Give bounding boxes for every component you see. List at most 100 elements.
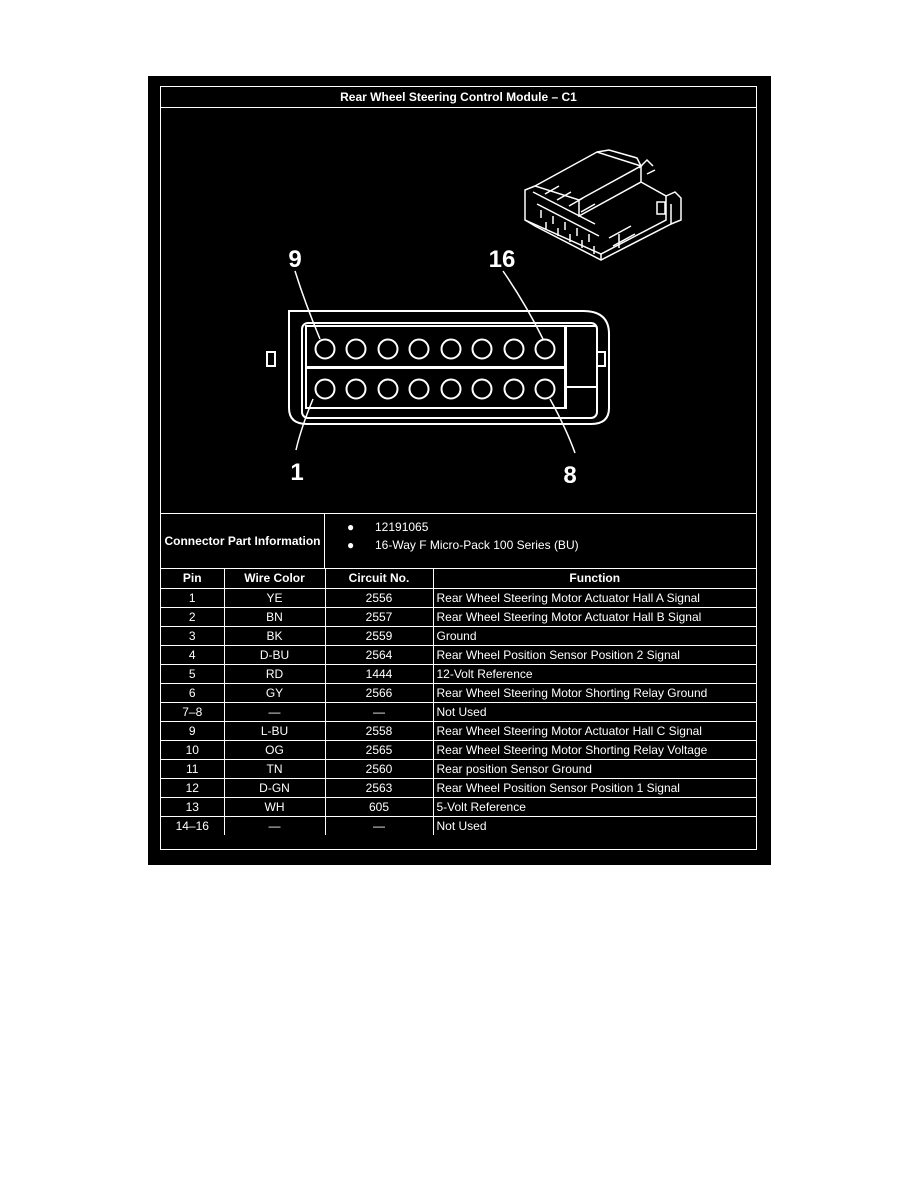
circuit-cell: 2565: [324, 739, 434, 760]
pin-label-8: 8: [563, 462, 576, 489]
wire-color-cell: BN: [223, 606, 326, 627]
circuit-cell: —: [324, 701, 434, 722]
wire-color-cell: BK: [223, 625, 326, 646]
leader-line: [502, 270, 544, 340]
pin-cell: 2: [161, 606, 225, 627]
function-cell: Rear position Sensor Ground: [432, 758, 756, 779]
wire-color-cell: —: [223, 701, 326, 722]
wire-color-cell: WH: [223, 796, 326, 817]
column-header-pin: Pin: [161, 569, 225, 589]
function-cell: Rear Wheel Steering Motor Actuator Hall …: [432, 606, 756, 627]
column-header-function: Function: [432, 569, 756, 589]
connector-outline: [288, 310, 610, 425]
wire-color-cell: GY: [223, 682, 326, 703]
connector-diagram: 9 16 1 8: [161, 108, 756, 513]
pin-label-16: 16: [489, 246, 516, 273]
terminal-cavity: [305, 325, 566, 368]
pin-cell: 6: [161, 682, 225, 703]
pin-cell: 4: [161, 644, 225, 665]
circuit-cell: 2563: [324, 777, 434, 798]
page-title: Rear Wheel Steering Control Module – C1: [161, 87, 756, 108]
bullet-icon: ●: [347, 520, 355, 534]
connector-sheet: Rear Wheel Steering Control Module – C1: [148, 76, 771, 865]
wire-color-cell: D-GN: [223, 777, 326, 798]
connector-part-info: Connector Part Information ● 12191065 ● 16…: [161, 513, 756, 569]
function-cell: Rear Wheel Steering Motor Actuator Hall …: [432, 720, 756, 741]
function-cell: 12-Volt Reference: [432, 663, 756, 684]
pin-12: [408, 338, 430, 360]
pin-label-9: 9: [288, 246, 301, 273]
pin-cell: 13: [161, 796, 225, 817]
wire-color-cell: L-BU: [223, 720, 326, 741]
wire-color-cell: TN: [223, 758, 326, 779]
function-cell: Rear Wheel Steering Motor Shorting Relay…: [432, 682, 756, 703]
function-cell: 5-Volt Reference: [432, 796, 756, 817]
circuit-cell: 2556: [324, 587, 434, 608]
function-cell: Rear Wheel Position Sensor Position 2 Si…: [432, 644, 756, 665]
circuit-cell: —: [324, 815, 434, 835]
wire-color-cell: RD: [223, 663, 326, 684]
circuit-cell: 605: [324, 796, 434, 817]
pin-9: [314, 338, 336, 360]
pin-8: [534, 378, 556, 400]
part-number: 12191065: [375, 520, 429, 534]
pin-cell: 12: [161, 777, 225, 798]
column-header-circuit: Circuit No.: [324, 569, 434, 589]
bullet-icon: ●: [347, 538, 355, 552]
pin-cell: 14–16: [161, 815, 225, 835]
pin-cell: 11: [161, 758, 225, 779]
circuit-cell: 2557: [324, 606, 434, 627]
connector-inner-face: [301, 322, 598, 419]
pin-2: [345, 378, 367, 400]
function-cell: Rear Wheel Position Sensor Position 1 Si…: [432, 777, 756, 798]
pin-13: [440, 338, 462, 360]
list-item: ● 16-Way F Micro-Pack 100 Series (BU): [325, 536, 579, 554]
column-header-wire-color: Wire Color: [223, 569, 326, 589]
pin-cell: 9: [161, 720, 225, 741]
leader-line: [549, 398, 576, 454]
circuit-cell: 1444: [324, 663, 434, 684]
leader-line: [294, 270, 321, 340]
part-description: 16-Way F Micro-Pack 100 Series (BU): [375, 538, 579, 552]
pin-cell: 1: [161, 587, 225, 608]
connector-part-info-label: Connector Part Information: [161, 514, 325, 568]
pin-label-1: 1: [290, 459, 303, 486]
connector-part-info-list: ● 12191065 ● 16-Way F Micro-Pack 100 Serie…: [325, 518, 579, 554]
pin-6: [471, 378, 493, 400]
table-header-row: Pin Wire Color Circuit No. Function: [161, 569, 756, 589]
wire-color-cell: OG: [223, 739, 326, 760]
pin-7: [503, 378, 525, 400]
circuit-cell: 2564: [324, 644, 434, 665]
pin-4: [408, 378, 430, 400]
function-cell: Not Used: [432, 815, 756, 835]
pin-10: [345, 338, 367, 360]
circuit-cell: 2566: [324, 682, 434, 703]
circuit-cell: 2558: [324, 720, 434, 741]
pin-cell: 10: [161, 739, 225, 760]
function-cell: Not Used: [432, 701, 756, 722]
circuit-cell: 2559: [324, 625, 434, 646]
pin-15: [503, 338, 525, 360]
pin-cell: 5: [161, 663, 225, 684]
function-cell: Rear Wheel Steering Motor Actuator Hall …: [432, 587, 756, 608]
function-cell: Rear Wheel Steering Motor Shorting Relay…: [432, 739, 756, 760]
pin-cell: 3: [161, 625, 225, 646]
pin-1: [314, 378, 336, 400]
latch-tab: [266, 351, 276, 367]
leader-line: [295, 398, 314, 451]
connector-frame: Rear Wheel Steering Control Module – C1: [160, 86, 757, 850]
table-row: 7–8——Not Used: [161, 701, 756, 722]
pin-cell: 7–8: [161, 701, 225, 722]
pin-5: [440, 378, 462, 400]
pin-14: [471, 338, 493, 360]
